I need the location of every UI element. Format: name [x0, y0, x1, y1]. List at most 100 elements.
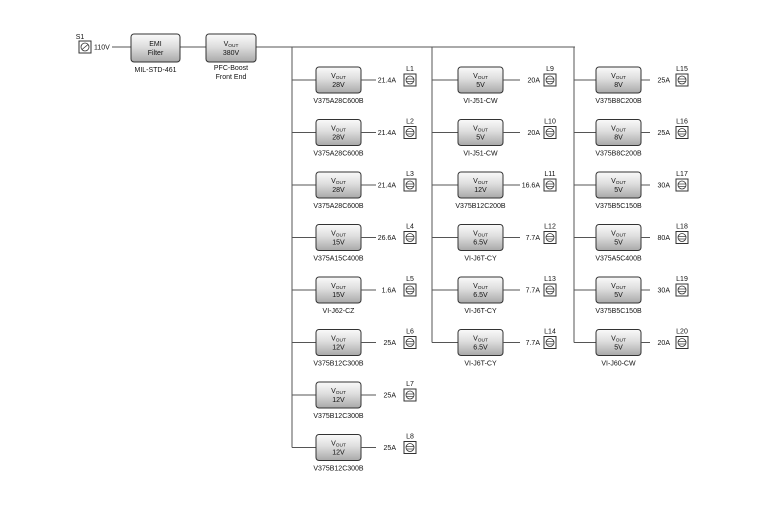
pfc-front-end: VOUT 380V PFC-Boost Front End: [205, 33, 257, 81]
load-icon: [545, 180, 555, 190]
module-voltage: 5V: [476, 135, 485, 142]
output-current: 25A: [658, 78, 671, 85]
load-icon: [405, 338, 415, 347]
module-vout-label: VOUT: [331, 388, 346, 396]
module-part-number: V375B12C300B: [313, 413, 364, 420]
output-current: 7.7A: [526, 340, 541, 347]
load-icon: [677, 338, 687, 347]
load-label: L18: [676, 224, 688, 231]
module-voltage: 6.5V: [473, 345, 488, 352]
module-voltage: 8V: [614, 82, 623, 89]
load-label: L3: [406, 171, 414, 178]
load-icon: [545, 285, 555, 295]
module-vout-label: VOUT: [331, 73, 346, 81]
output-current: 7.7A: [526, 235, 541, 242]
load-label: L6: [406, 329, 414, 336]
front-end-box: [205, 33, 257, 63]
load-label: L20: [676, 329, 688, 336]
module-part-number: V375B5C150B: [595, 308, 642, 315]
module-voltage: 12V: [332, 450, 345, 457]
load-icon: [677, 128, 687, 137]
converter-modules: VOUT28VV375A28C600B21.4AL1VOUT28VV375A28…: [291, 47, 689, 473]
output-current: 80A: [658, 235, 671, 242]
emi-filter-box: [130, 33, 181, 63]
source-switch: S1 110V: [76, 34, 110, 54]
module-part-number: VI-J62-CZ: [323, 308, 356, 315]
output-current: 25A: [384, 393, 397, 400]
module-part-number: VI-J60-CW: [601, 361, 636, 368]
load-icon: [405, 180, 415, 190]
module-voltage: 6.5V: [473, 292, 488, 299]
module-part-number: VI-J51-CW: [463, 151, 498, 158]
module-vout-label: VOUT: [331, 441, 346, 449]
load-icon: [677, 75, 687, 85]
module-part-number: V375A15C400B: [313, 256, 364, 263]
output-current: 30A: [658, 288, 671, 295]
module-part-number: V375B12C200B: [455, 203, 506, 210]
module-part-number: VI-J6T-CY: [464, 361, 497, 368]
load-label: L15: [676, 66, 688, 73]
module-part-number: V375B5C150B: [595, 203, 642, 210]
load-icon: [545, 338, 555, 347]
module-part-number: V375B12C300B: [313, 466, 364, 473]
module-voltage: 5V: [614, 240, 623, 247]
load-icon: [405, 285, 415, 295]
module-part-number: V375A28C600B: [313, 203, 364, 210]
load-icon: [405, 390, 415, 400]
load-label: L16: [676, 119, 688, 126]
front-end-vout-label: VOUT: [224, 41, 239, 49]
output-current: 1.6A: [382, 288, 397, 295]
module-voltage: 28V: [332, 135, 345, 142]
switch-label: S1: [76, 34, 85, 41]
emi-filter-caption: MIL-STD-461: [134, 67, 176, 74]
load-label: L14: [544, 329, 556, 336]
load-icon: [405, 75, 415, 85]
output-current: 20A: [528, 130, 541, 137]
emi-filter: EMI Filter MIL-STD-461: [130, 33, 181, 74]
load-label: L4: [406, 224, 414, 231]
module-voltage: 5V: [614, 345, 623, 352]
module-vout-label: VOUT: [611, 178, 626, 186]
module-vout-label: VOUT: [331, 126, 346, 134]
module-vout-label: VOUT: [473, 73, 488, 81]
module-voltage: 12V: [332, 345, 345, 352]
load-icon: [677, 233, 687, 242]
module-voltage: 6.5V: [473, 240, 488, 247]
output-current: 26.6A: [378, 235, 397, 242]
load-label: L19: [676, 276, 688, 283]
module-vout-label: VOUT: [331, 231, 346, 239]
output-current: 7.7A: [526, 288, 541, 295]
module-part-number: V375A28C600B: [313, 151, 364, 158]
module-vout-label: VOUT: [331, 336, 346, 344]
load-label: L5: [406, 276, 414, 283]
module-part-number: V375A28C600B: [313, 98, 364, 105]
module-part-number: V375A5C400B: [595, 256, 642, 263]
front-end-caption-line1: PFC-Boost: [214, 65, 248, 72]
module-voltage: 12V: [474, 187, 487, 194]
load-icon: [545, 75, 555, 85]
load-icon: [545, 233, 555, 242]
load-label: L9: [546, 66, 554, 73]
module-part-number: V375B8C200B: [595, 151, 642, 158]
module-vout-label: VOUT: [331, 283, 346, 291]
emi-filter-line1: EMI: [149, 41, 162, 48]
module-vout-label: VOUT: [611, 231, 626, 239]
module-voltage: 15V: [332, 240, 345, 247]
module-part-number: VI-J6T-CY: [464, 308, 497, 315]
module-part-number: V375B12C300B: [313, 361, 364, 368]
module-voltage: 12V: [332, 397, 345, 404]
input-voltage: 110V: [94, 45, 110, 52]
load-label: L17: [676, 171, 688, 178]
module-voltage: 5V: [614, 187, 623, 194]
